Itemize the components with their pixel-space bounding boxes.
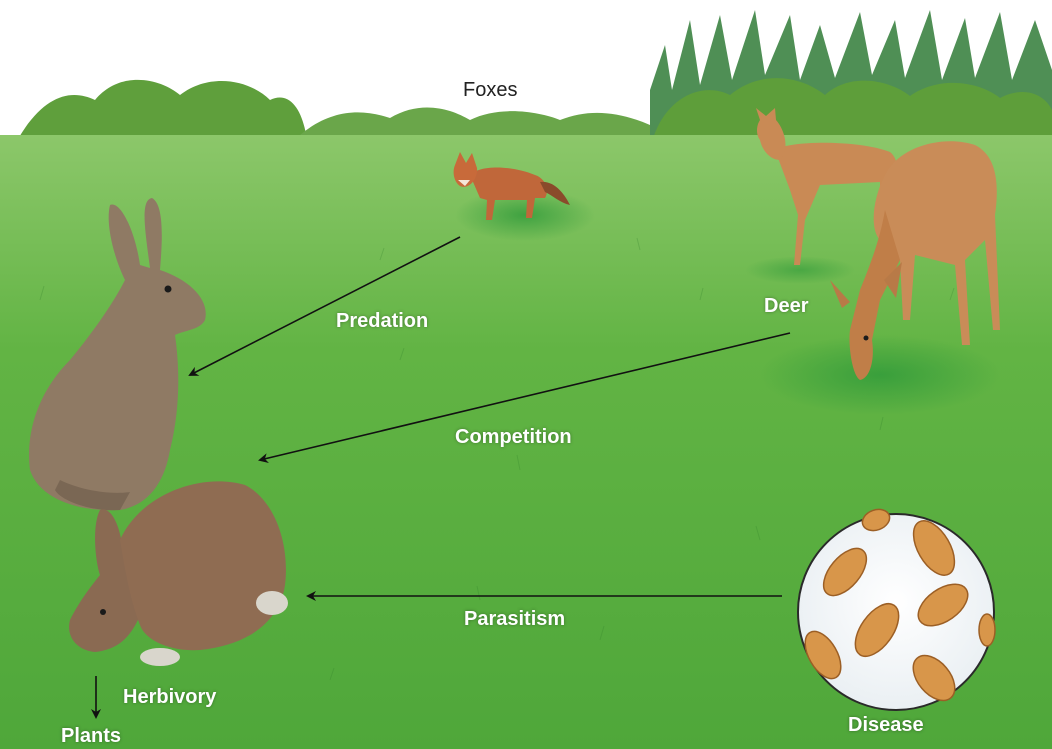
parasitism-label: Parasitism xyxy=(464,608,565,631)
deer-label: Deer xyxy=(764,295,808,318)
foxes-label: Foxes xyxy=(463,79,517,102)
predation-label: Predation xyxy=(336,310,428,333)
competition-label: Competition xyxy=(455,426,572,449)
disease-label: Disease xyxy=(848,714,924,737)
herbivory-label: Herbivory xyxy=(123,686,216,709)
plants-label: Plants xyxy=(61,725,121,748)
deer-shadow xyxy=(760,335,1000,415)
